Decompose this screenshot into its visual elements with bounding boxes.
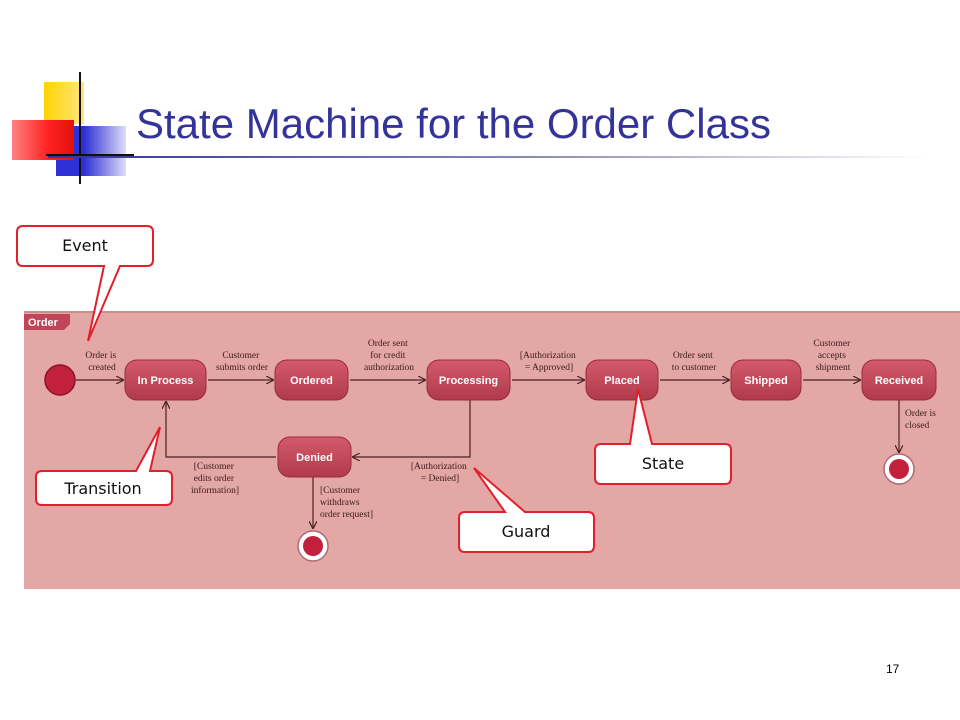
state-shipped-label: Shipped: [744, 375, 787, 387]
state-ordered-label: Ordered: [290, 375, 333, 387]
title-underline: [48, 156, 928, 158]
deco-yellow-square: [44, 82, 84, 124]
page-number: 17: [886, 662, 900, 676]
state-processing-label: Processing: [439, 375, 498, 387]
state-shipped: Shipped: [730, 359, 802, 401]
frame-tab: [24, 314, 70, 330]
deco-red-square: [12, 120, 74, 160]
note-order-sent-customer: Order sent to customer: [672, 351, 717, 373]
callout-event: Event: [16, 225, 154, 342]
deco-horizontal-line: [46, 154, 134, 156]
state-placed-label: Placed: [604, 375, 639, 387]
note-auth-approved: [Authorization = Approved]: [520, 351, 578, 373]
state-placed: Placed: [585, 359, 659, 401]
state-in-process: In Process: [124, 359, 207, 401]
initial-state: [44, 364, 76, 396]
state-in-process-label: In Process: [138, 375, 194, 387]
note-customer-submits: Customer submits order: [216, 351, 269, 373]
state-received: Received: [861, 359, 937, 401]
final-state-received: [883, 453, 915, 485]
callout-transition-text: Transition: [63, 479, 141, 498]
state-denied-label: Denied: [296, 452, 333, 464]
final-state-denied: [297, 530, 329, 562]
transition-processing-to-denied: [353, 400, 471, 457]
note-order-sent-credit: Order sent for credit authorization: [364, 339, 414, 373]
callout-guard: Guard: [458, 467, 595, 553]
frame-label: Order: [28, 317, 59, 329]
slide-title: State Machine for the Order Class: [136, 100, 771, 147]
callout-transition: Transition: [35, 426, 173, 506]
note-customer-edits: [Customer edits order information]: [191, 462, 239, 496]
state-ordered: Ordered: [274, 359, 349, 401]
note-customer-accepts: Customer accepts shipment: [813, 339, 852, 373]
transition-denied-to-in-process: [166, 402, 276, 458]
state-processing: Processing: [426, 359, 511, 401]
state-received-label: Received: [875, 375, 923, 387]
note-order-closed: Order is closed: [905, 409, 938, 431]
title-decoration: [0, 60, 140, 190]
callout-state-text: State: [642, 454, 684, 473]
callout-state: State: [594, 388, 732, 485]
transition-lines: [76, 380, 899, 528]
note-customer-withdraws: [Customer withdraws order request]: [320, 486, 373, 520]
panel-top-border: [24, 311, 960, 313]
note-order-created: Order is created: [85, 351, 118, 373]
callout-guard-text: Guard: [502, 522, 551, 541]
note-auth-denied: [Authorization = Denied]: [411, 462, 469, 484]
deco-vertical-line: [79, 72, 81, 184]
state-denied: Denied: [277, 436, 352, 478]
callout-event-text: Event: [62, 236, 108, 255]
